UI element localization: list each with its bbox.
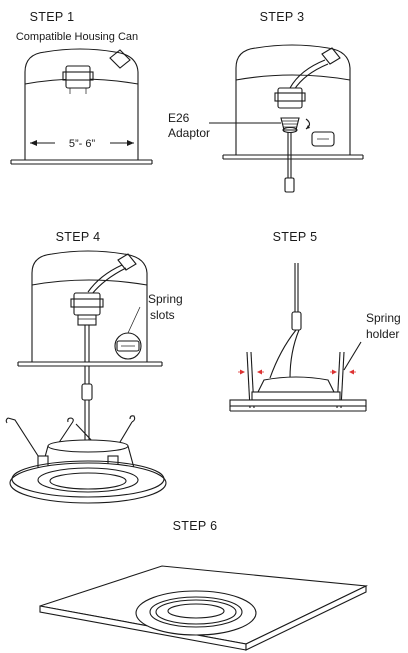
step-4-title: STEP 4	[56, 230, 101, 244]
housing-can-step1	[10, 48, 153, 165]
downlight-fixture-step4	[5, 366, 167, 504]
step-5-callout-line1: Spring	[366, 311, 401, 325]
step-3-panel: STEP 3	[168, 10, 364, 193]
step-6-panel: STEP 6	[39, 519, 369, 651]
compress-arrow-left	[238, 369, 264, 375]
compress-arrow-right	[330, 369, 356, 375]
step-3-callout-line1: E26	[168, 111, 190, 125]
step-5-callout-line2: holder	[366, 327, 399, 341]
step-3-title: STEP 3	[260, 10, 305, 24]
step-5-panel: STEP 5	[229, 230, 401, 412]
step-1-title: STEP 1	[30, 10, 75, 24]
step-6-title: STEP 6	[173, 519, 218, 533]
e26-adaptor-icon	[280, 117, 300, 134]
step-4-callout-line2: slots	[150, 308, 175, 322]
step-1-panel: STEP 1 Compatible Housing Can 5”- 6”	[10, 10, 153, 165]
step-1-caption: Compatible Housing Can	[16, 31, 138, 43]
downlight-fixture-step5	[229, 263, 367, 412]
step-3-callout-line2: Adaptor	[168, 126, 210, 140]
housing-can-step4	[17, 250, 163, 367]
step-4-callout-line1: Spring	[148, 292, 183, 306]
step-4-panel: STEP 4	[5, 230, 183, 504]
dimension-label: 5”- 6”	[69, 138, 96, 150]
housing-can-step3	[209, 44, 364, 193]
ceiling-panel-with-trim	[39, 565, 369, 651]
step-5-title: STEP 5	[273, 230, 318, 244]
